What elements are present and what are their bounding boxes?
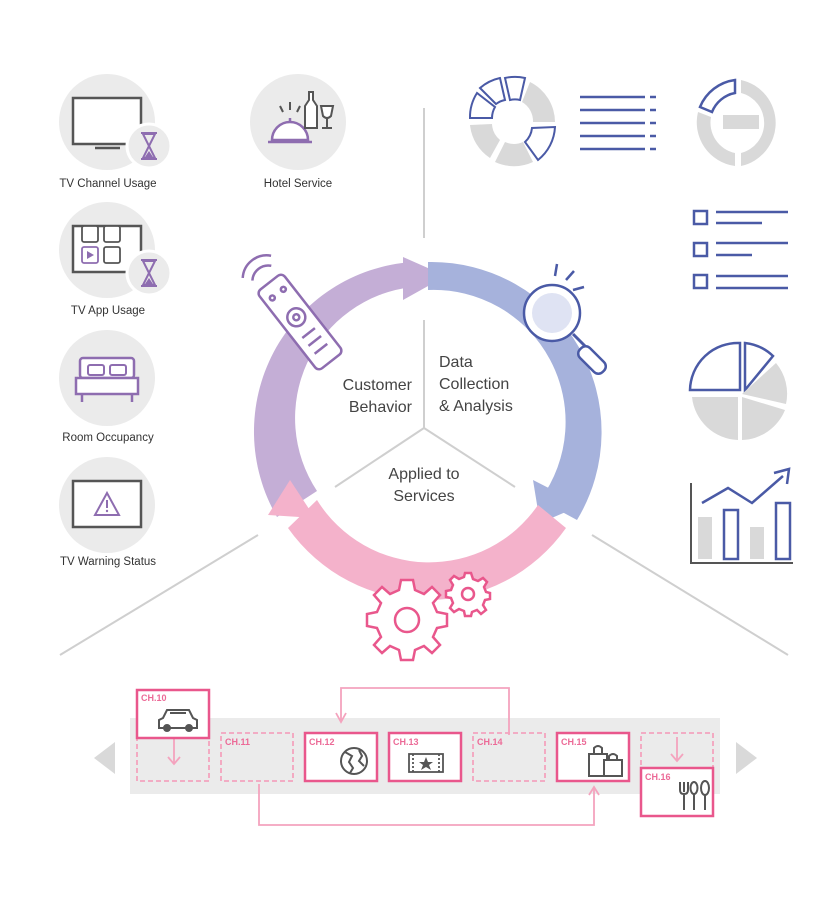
source-label-hotel-service: Hotel Service: [263, 178, 333, 190]
remote-control-icon: [241, 254, 343, 371]
cutlery-icon: [679, 780, 710, 810]
customer-behavior-arrowhead: [403, 257, 446, 300]
list-lines-icon: [580, 95, 656, 151]
customer-behavior-line-1: Customer: [342, 377, 412, 394]
center-dividers: [334, 320, 516, 488]
hotel-service-icon: [250, 74, 346, 170]
bar-trend-chart-icon: [690, 467, 793, 564]
channel-label-13: CH.13: [393, 737, 419, 747]
magnifier-icon: [522, 263, 608, 376]
source-label-tv-warning: TV Warning Status: [59, 556, 157, 568]
applied-services-line-2: Services: [393, 488, 455, 505]
scroll-left-arrow: [94, 742, 115, 774]
applied-services-arrowhead: [268, 480, 315, 518]
tv-apps-hourglass-icon: [59, 202, 173, 298]
checklist-icon: [692, 209, 788, 290]
donut-chart-icon: [468, 75, 557, 167]
channel-label-10: CH.10: [141, 693, 167, 703]
bed-icon: [59, 330, 155, 426]
applied-services-arc: [288, 500, 566, 601]
data-collection-label: Data Collection & Analysis: [439, 352, 549, 418]
customer-behavior-line-2: Behavior: [348, 399, 412, 416]
tv-warning-icon: [59, 457, 155, 553]
source-label-tv-app: TV App Usage: [70, 305, 146, 317]
applied-services-line-1: Applied to: [388, 466, 460, 483]
data-collection-line-2: Collection: [439, 376, 510, 393]
tv-hourglass-icon: [59, 74, 173, 170]
car-icon: [158, 709, 198, 732]
channel-label-14: CH.14: [477, 737, 503, 747]
shopping-bags-icon: [588, 745, 623, 777]
pie-chart-icon: [688, 341, 788, 440]
gears-icon: [365, 571, 492, 662]
ring-chart-icon: [696, 78, 776, 166]
globe-icon: [340, 747, 368, 775]
channel-label-16: CH.16: [645, 772, 671, 782]
channel-label-11: CH.11: [225, 737, 251, 747]
divider-lines: [59, 108, 789, 656]
customer-behavior-label: Customer Behavior: [322, 375, 412, 419]
channel-label-12: CH.12: [309, 737, 335, 747]
channel-strip: [94, 687, 757, 826]
data-collection-line-3: & Analysis: [439, 398, 513, 415]
channel-label-15: CH.15: [561, 737, 587, 747]
scroll-right-arrow: [736, 742, 757, 774]
data-collection-line-1: Data: [439, 354, 473, 371]
source-label-room-occupancy: Room Occupancy: [62, 432, 154, 444]
ticket-icon: [408, 753, 444, 773]
applied-services-label: Applied to Services: [364, 464, 484, 508]
source-label-tv-channel: TV Channel Usage: [59, 178, 157, 190]
